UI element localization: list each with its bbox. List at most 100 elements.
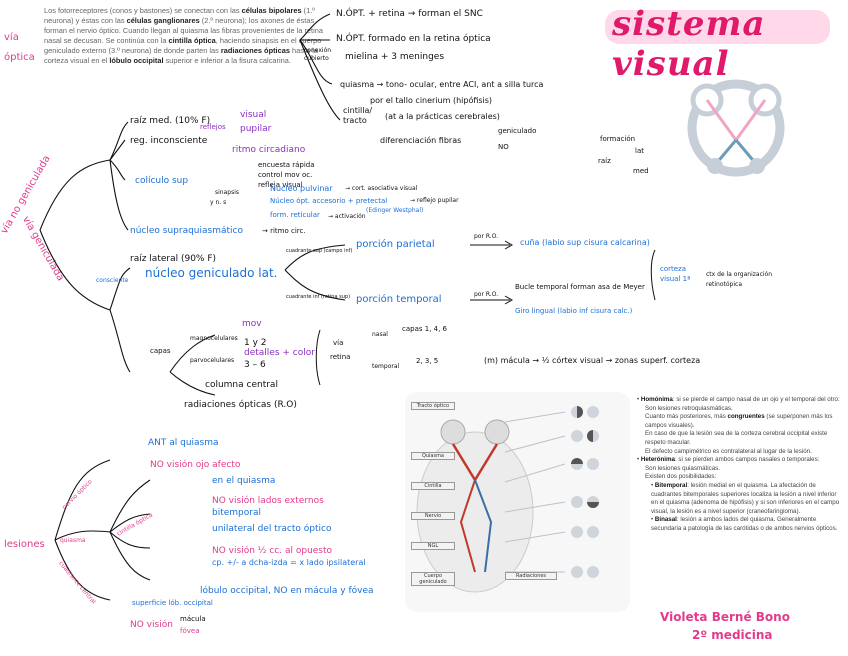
- corteza-note: ctx de la organización retinotópica: [706, 271, 773, 288]
- upper-from: cuadrante sup (campo inf): [286, 248, 353, 254]
- parietal-path: por R.O.: [474, 233, 499, 240]
- note-practicas: (at a la prácticas cerebrales): [385, 112, 500, 121]
- lingual-1: Bucle temporal forman asa de Meyer: [515, 283, 645, 291]
- temporal-path: por R.O.: [474, 291, 499, 298]
- lesion-quiasma: quiasma: [60, 537, 86, 544]
- page-title: sistema visual: [612, 4, 766, 84]
- nucleo-accesorio: Núcleo ópt. accesorio + pretectal: [270, 197, 388, 205]
- hom-b3: En caso de que la lesión sea de la corte…: [645, 430, 828, 446]
- lesion-q1: en el quiasma: [212, 476, 276, 486]
- author-name: Violeta Berné Bono: [660, 610, 790, 624]
- note-cubierto: cubierto: [304, 55, 329, 62]
- nasal-capas: capas 1, 4, 6: [402, 325, 448, 333]
- temporal-capas: 2, 3, 5: [416, 357, 439, 365]
- diagram-box-4: NGL: [411, 542, 455, 550]
- coliculo-sup: colículo sup: [135, 176, 189, 186]
- lesion-diagram: Tracto óptico Quiasma Cintilla Nervio NG…: [405, 392, 630, 612]
- diagram-box-5: Radiaciones: [505, 572, 557, 580]
- lesion-s2b: fóvea: [180, 627, 200, 635]
- nucleos-sub: y n. s: [210, 199, 227, 206]
- note-cintilla: cintilla/: [343, 106, 373, 115]
- note-formacion: formación: [600, 135, 636, 143]
- capas-columna: columna central: [205, 380, 278, 390]
- coliculo-item-1: control mov oc.: [258, 171, 313, 179]
- ritmo-circadiano: ritmo circadiano: [232, 145, 306, 155]
- diagram-box-3: Nervio: [411, 512, 455, 520]
- retina: retina: [330, 353, 351, 361]
- nucleo-pulvinar: Núcleo pulvinar: [270, 184, 333, 193]
- lesion-n1: ANT al quiasma: [148, 438, 219, 448]
- diagram-box-1: Quiasma: [411, 452, 455, 460]
- hom-b4: El defecto campimétrico es contralateral…: [645, 447, 812, 455]
- note-lat: lat: [635, 147, 644, 155]
- macula-note: (m) mácula → ½ córtex visual → zonas sup…: [484, 356, 701, 365]
- hom-line: • Homónima: si se pierde el campo nasal …: [637, 396, 840, 403]
- accesorio-sub: (Edinger Westphal): [366, 207, 424, 214]
- porcion-temporal: porción temporal: [356, 294, 442, 305]
- lesion-s2: NO visión: [130, 620, 173, 630]
- capa-12: 1 y 2: [244, 338, 267, 348]
- lesion-n1b: NO visión ojo afecto: [150, 460, 241, 470]
- lesion-o1: lóbulo occipital, NO en mácula y fóvea: [200, 586, 374, 596]
- note-quiasma-2: por el tallo cinerium (hipófisis): [370, 96, 493, 105]
- capa-mov: mov: [242, 319, 262, 329]
- note-tracto: tracto: [343, 116, 367, 125]
- lesion-s1: superficie lób. occipital: [132, 599, 213, 607]
- label-via-optica: vía óptica: [4, 32, 35, 63]
- lesion-diagram-svg: [416, 406, 599, 593]
- label-lesiones: lesiones: [4, 539, 45, 550]
- nucleos-sinapsis: sinapsis: [215, 189, 239, 196]
- note-quiasma: quiasma → tono- ocular, entre ACI, ant a…: [340, 80, 544, 89]
- author-course: 2º medicina: [692, 628, 773, 642]
- hom-b1: Son lesiones retroquiasmáticas.: [645, 404, 733, 412]
- retina-nasal: nasal: [372, 331, 388, 338]
- lingual-2: Giro lingual (labio inf cisura calc.): [515, 307, 633, 315]
- note-conexion: conexión: [304, 47, 332, 54]
- note-mielina: mielina + 3 meninges: [345, 52, 445, 62]
- nucleo-supraquiasmatico: núcleo supraquiasmático: [130, 226, 243, 236]
- lower-from: cuadrante inf (retina sup): [286, 294, 351, 300]
- note-no: NO: [498, 143, 509, 151]
- note-nervio-retina: N.ÓPT. + retina → forman el SNC: [336, 9, 483, 19]
- consciente: consciente: [96, 277, 129, 284]
- lesion-s2a: mácula: [180, 615, 206, 623]
- bitemp-line: • Bitemporal: lesión medial en el quiasm…: [651, 481, 840, 515]
- capas-parvo: parvocelulares: [190, 357, 235, 364]
- het-b1: Son lesiones quiasmáticas.: [645, 464, 720, 472]
- reflejos: reflejos: [200, 123, 226, 131]
- note-med: med: [633, 167, 649, 175]
- capa-36: 3 – 6: [244, 360, 266, 370]
- diagram-box-0: Tracto óptico: [411, 402, 455, 410]
- pulvinar-dest: → cort. asociativa visual: [345, 185, 418, 192]
- intro-paragraph: Los fotorreceptores (conos y bastones) s…: [44, 6, 323, 65]
- diagram-box-2: Cintilla: [411, 482, 455, 490]
- via: vía: [333, 339, 344, 347]
- raiz-lat: raíz lateral (90% F): [130, 254, 217, 264]
- reflejo-visual: visual: [240, 110, 267, 120]
- binasal-line: • Binasal: lesión a ambos lados del quia…: [651, 516, 838, 532]
- title-highlight: [605, 10, 830, 44]
- het-b2: Existen dos posibilidades:: [645, 473, 717, 481]
- capa-det: detalles + color: [244, 348, 315, 358]
- note-nervio-formado: N.ÓPT. formado en la retina óptica: [336, 34, 491, 44]
- nucleo-geniculado-lat: núcleo geniculado lat.: [145, 266, 278, 280]
- form-reticular: form. reticular: [270, 211, 320, 219]
- lesion-c2: NO visión ½ cc. al opuesto: [212, 546, 333, 556]
- lesion-q2: NO visión lados externos: [212, 496, 324, 506]
- diagram-box-6: Cuerpo geniculado: [411, 572, 455, 586]
- retina-temporal: temporal: [372, 363, 400, 370]
- hipotalamo-dest: → ritmo circ.: [262, 227, 306, 235]
- corteza-visual: corteza visual 1ª: [660, 265, 691, 283]
- hom-b2: Cuanto más posteriores, más congruentes …: [645, 413, 833, 429]
- capas-magno: magnocelulares: [190, 335, 238, 342]
- lesion-c2b: cp. +/- a dcha-izda = x lado ipsilateral: [212, 558, 366, 567]
- note-geniculado: geniculado: [498, 127, 537, 135]
- het-line: • Heterónima: si se pierden ambos campos…: [637, 456, 820, 464]
- right-text-block: • Homónima: si se pierde el campo nasal …: [637, 396, 842, 534]
- accesorio-dest: → reflejo pupilar: [410, 197, 459, 204]
- note-raiz: raíz: [598, 157, 611, 165]
- coliculo-item-2: refleja visual: [258, 181, 303, 189]
- radiaciones: radiaciones ópticas (R.O): [184, 400, 297, 410]
- cuna: cuña (labio sup cisura calcarina): [520, 238, 650, 247]
